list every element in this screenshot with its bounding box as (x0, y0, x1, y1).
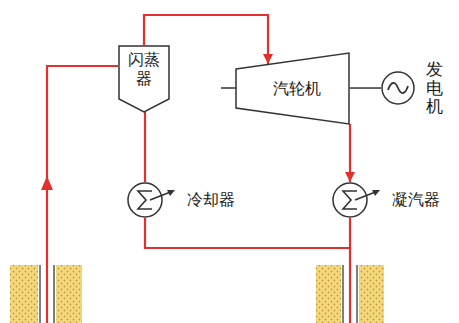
pipe-connector (144, 112, 146, 182)
node-label: 汽轮机 (265, 79, 321, 98)
node-label: 凝汽器 (392, 190, 440, 209)
return-pipe (145, 218, 350, 248)
cooler: 冷却器 (127, 182, 235, 218)
node-label: 发电机 (426, 60, 443, 116)
turbine-shaft (221, 87, 236, 89)
condenser: 凝汽器 (332, 182, 440, 218)
inflow-pipe (47, 66, 118, 323)
flash-tank: 闪蒸器 (118, 45, 170, 113)
node-label: 冷却器 (187, 190, 235, 209)
flow-arrow (41, 176, 53, 190)
generator-symbol (381, 71, 415, 105)
pipe-connector (349, 124, 351, 182)
heat-exchanger-symbol (332, 182, 390, 218)
pipe-connector (350, 87, 381, 89)
reinjection-pipe (349, 218, 351, 323)
generator: 发电机 (381, 60, 443, 116)
steam-turbine: 汽轮机 (235, 52, 350, 125)
node-label: 闪蒸器 (127, 45, 161, 88)
heat-exchanger-symbol (127, 182, 185, 218)
